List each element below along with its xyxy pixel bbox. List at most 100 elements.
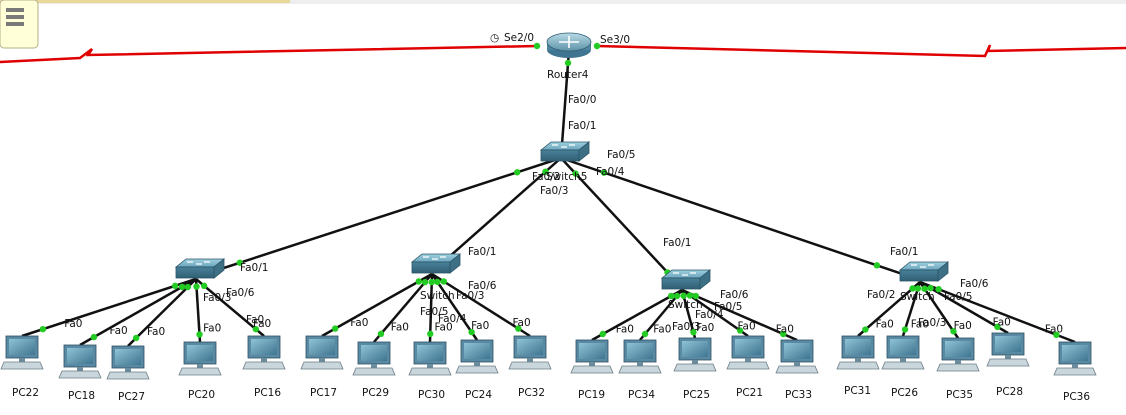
pc-icon[interactable] — [352, 341, 396, 376]
link-up-led — [600, 169, 608, 176]
link-up-led — [736, 327, 744, 334]
link-up-led — [780, 330, 787, 338]
pc-icon[interactable] — [986, 332, 1030, 367]
switch-pc-link[interactable] — [127, 278, 197, 347]
switch-pc-link[interactable] — [431, 272, 531, 338]
router-port-down: Fa0/0 — [568, 94, 596, 106]
panel-toggle-icon[interactable] — [0, 0, 39, 49]
link-up-led — [914, 285, 922, 292]
core-switch-4-link[interactable] — [560, 156, 921, 282]
switch-pc-link[interactable] — [79, 277, 197, 347]
ethernet-links — [21, 49, 1076, 347]
link-up-led — [132, 334, 140, 342]
toolbar-fragment — [0, 0, 1126, 49]
pc-icon[interactable] — [178, 341, 222, 376]
pc-icon[interactable] — [775, 339, 819, 374]
pc-icon[interactable] — [455, 339, 499, 374]
pc-icon[interactable] — [836, 335, 880, 370]
sw4-uplink: Fa0/1 — [890, 246, 918, 258]
pc-icon[interactable] — [106, 345, 150, 380]
link-up-led — [927, 284, 934, 292]
pc-port-label: Fa0 — [471, 320, 489, 332]
access-switch-2-icon[interactable] — [411, 253, 461, 274]
core-switch-name: Switch5 — [546, 171, 587, 183]
link-up-led — [873, 262, 881, 269]
link-up-led — [533, 42, 541, 50]
sw4-port-a: Fa0/2 — [867, 289, 895, 301]
sw3-port-d: Fa0/4 — [695, 309, 724, 321]
switch-pc-link[interactable] — [321, 272, 433, 338]
switch-pc-link[interactable] — [857, 281, 921, 337]
pc-icon[interactable] — [408, 341, 452, 376]
pc-icon[interactable] — [881, 335, 925, 370]
switch-pc-link[interactable] — [681, 288, 798, 342]
pc-port-label: Fa0 — [737, 320, 755, 332]
sw4-port-c: Fa0/6 — [960, 278, 989, 290]
sw1-uplink: Fa0/1 — [240, 262, 268, 274]
router-icon[interactable] — [546, 32, 592, 58]
link-up-led — [935, 286, 942, 293]
access-switch-1-icon[interactable] — [175, 258, 225, 279]
pc-icon[interactable] — [508, 335, 552, 370]
sw2-port-a: Fa0/6 — [468, 280, 497, 292]
access-switch-3-icon[interactable] — [661, 269, 711, 290]
core-switch-icon[interactable] — [540, 141, 590, 162]
switch-pc-link[interactable] — [373, 273, 433, 343]
core-port-2: Fa0/2 — [532, 171, 560, 183]
pc-name: PC27 — [118, 391, 145, 403]
pc-name: PC30 — [418, 389, 445, 401]
link-up-led — [434, 278, 441, 286]
serial-link-left[interactable] — [0, 44, 538, 64]
link-up-led — [1053, 331, 1060, 338]
switch-pc-link[interactable] — [919, 280, 1009, 335]
pc-icon[interactable] — [1053, 341, 1097, 376]
router-core-link[interactable] — [559, 49, 571, 159]
pc-port-label: Fa0 — [1045, 323, 1063, 335]
pc-icon[interactable] — [0, 335, 44, 370]
pc-icon[interactable] — [673, 337, 717, 372]
link-up-led — [862, 326, 869, 333]
link-up-led — [421, 278, 429, 286]
sw2-uplink: Fa0/1 — [468, 246, 496, 258]
core-port-up: Fa0/1 — [568, 120, 596, 132]
pc-name: PC35 — [946, 389, 973, 401]
sw2-label: Switch — [420, 290, 455, 302]
core-switch-2-link[interactable] — [431, 157, 562, 273]
link-up-led — [196, 331, 203, 338]
pc-port-label: Fa0 — [391, 322, 409, 334]
access-switch-4-icon[interactable] — [899, 261, 949, 282]
pc-icon[interactable] — [618, 339, 662, 374]
sw3-port-b: Fa0/3 — [672, 321, 700, 333]
link-up-led — [39, 325, 47, 333]
switch-pc-link[interactable] — [430, 273, 479, 341]
switch-pc-link[interactable] — [591, 288, 683, 342]
pc-icon[interactable] — [300, 335, 344, 370]
link-up-led — [440, 278, 447, 285]
switch-pc-link[interactable] — [21, 277, 197, 338]
link-up-led — [680, 292, 687, 299]
sw1-port-b: Fa0/6 — [226, 287, 255, 299]
pc-icon[interactable] — [936, 337, 980, 372]
link-up-led — [514, 169, 521, 176]
core-switch-3-link[interactable] — [560, 157, 683, 289]
switch-pc-link[interactable] — [681, 288, 749, 338]
sw4-port-d: Fa0/5 — [944, 291, 972, 303]
link-up-led — [252, 325, 260, 333]
pc-icon[interactable] — [242, 335, 286, 370]
switch-pc-link[interactable] — [919, 280, 1076, 344]
pc-icon[interactable] — [570, 339, 614, 374]
pc-icon[interactable] — [58, 344, 102, 379]
pc-name: PC21 — [736, 387, 763, 399]
sw2-port-b: Fa0/3 — [456, 290, 484, 302]
pc-icon[interactable] — [726, 335, 770, 370]
pc-port-label: Fa0 — [350, 317, 368, 329]
link-up-led — [564, 59, 572, 67]
link-up-led — [332, 325, 339, 332]
link-up-led — [901, 326, 909, 333]
pc-port-label: Fa0 — [434, 322, 452, 334]
serial-link-right[interactable] — [596, 44, 1126, 58]
switch-pc-link[interactable] — [195, 278, 265, 337]
core-port-4: Fa0/4 — [596, 166, 625, 178]
core-switch-1-link[interactable] — [195, 156, 562, 279]
sw1-port-a: Fa0/3 — [203, 292, 231, 304]
